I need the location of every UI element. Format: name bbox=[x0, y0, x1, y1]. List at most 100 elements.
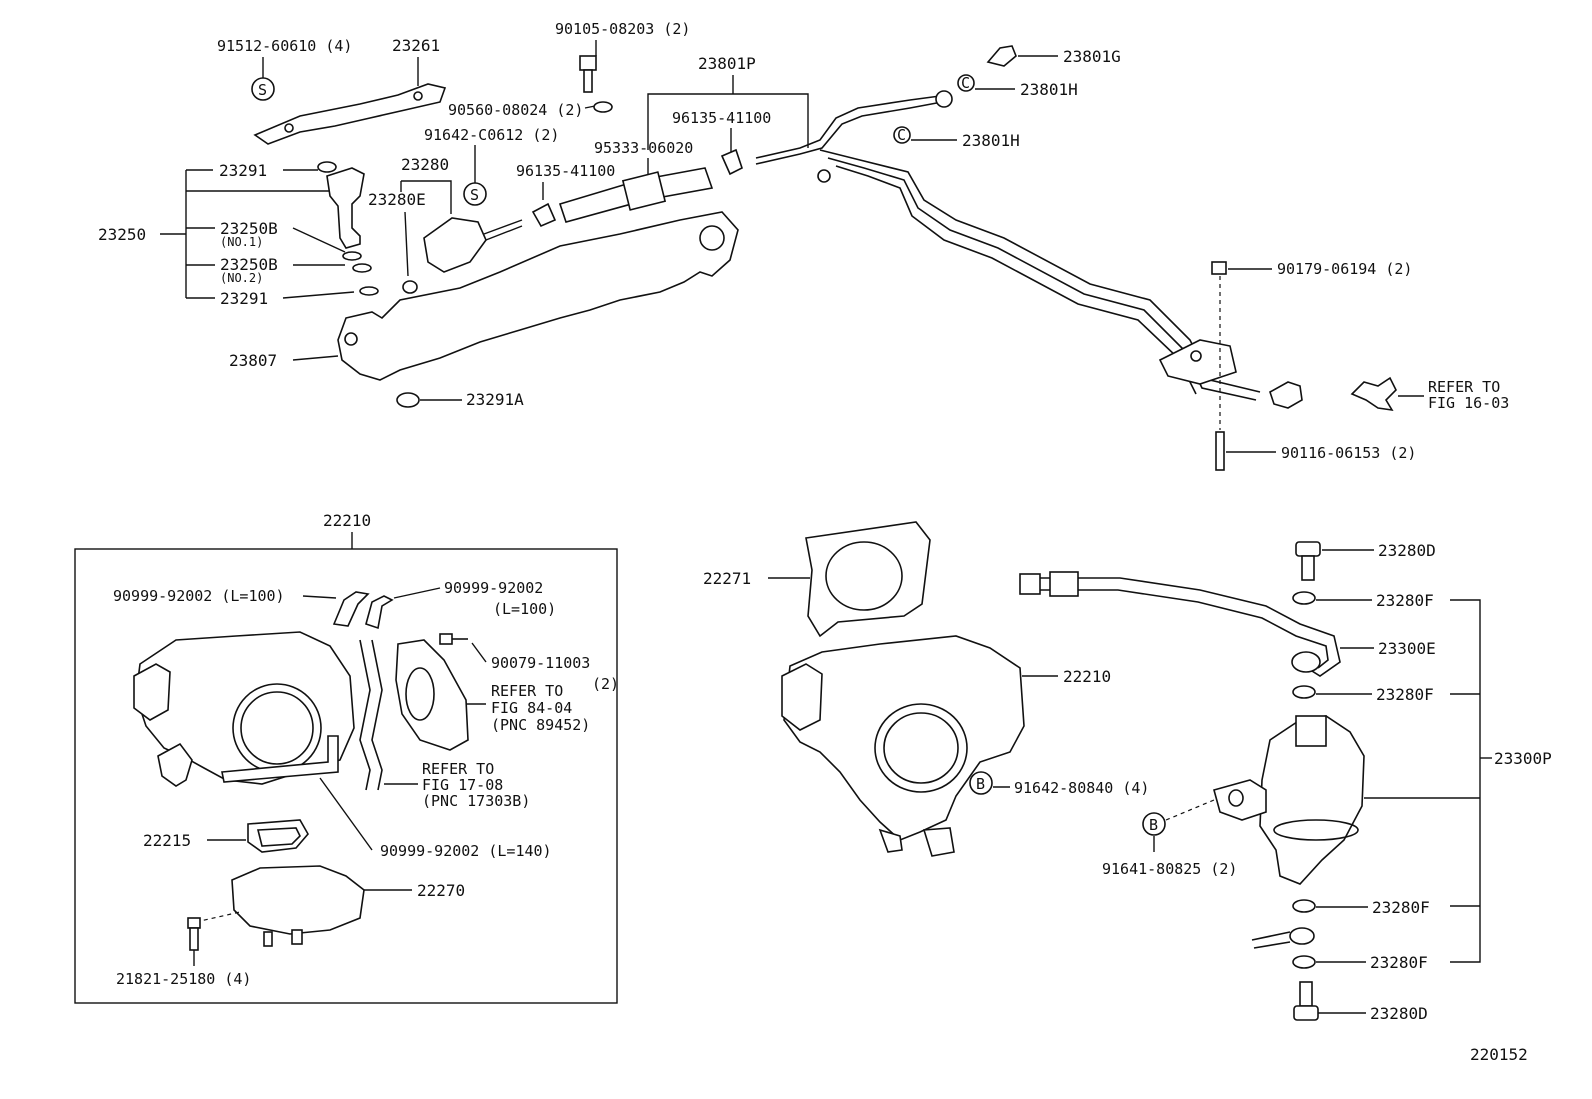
label-91642-C0612: 91642-C0612 (2) bbox=[424, 126, 559, 144]
regulator-23280 bbox=[423, 217, 487, 273]
throttle-bore-right-inner bbox=[883, 712, 959, 784]
fuel-rail-23807 bbox=[337, 211, 739, 381]
label-90999-L100-a: 90999-92002 (L=100) bbox=[113, 587, 285, 605]
b-mark: B bbox=[976, 775, 985, 793]
c-mark: C bbox=[961, 74, 970, 92]
leader-23807 bbox=[292, 355, 339, 361]
label-no2: (NO.2) bbox=[220, 271, 263, 285]
s-circle-icon bbox=[463, 182, 487, 206]
hose-end-fitting bbox=[1019, 573, 1041, 595]
clip-96135-a bbox=[720, 148, 743, 176]
oring-23280E bbox=[402, 280, 418, 294]
hose-end-ferrule bbox=[1049, 571, 1079, 597]
label-23280F-b: 23280F bbox=[1376, 685, 1434, 704]
gasket-23280F-b bbox=[1292, 685, 1316, 699]
label-90560-08024: 90560-08024 (2) bbox=[448, 101, 583, 119]
lower-pipe bbox=[1251, 931, 1291, 949]
leader-23801P bbox=[647, 93, 809, 150]
regulator-mount-hole bbox=[1228, 789, 1244, 807]
tps-housing-right bbox=[781, 663, 823, 731]
gasket-23801H-b bbox=[893, 126, 911, 144]
coolant-pipe-a bbox=[359, 639, 371, 791]
s-circle-icon bbox=[251, 77, 275, 101]
gasket-22271 bbox=[805, 521, 931, 638]
leader-90999-a bbox=[302, 595, 337, 599]
hose-23300E-b bbox=[1040, 589, 1329, 669]
hose-90999-b bbox=[365, 595, 394, 630]
regulator-diaphragm bbox=[1273, 819, 1359, 841]
bolt-head bbox=[579, 55, 597, 71]
c-mark: C bbox=[897, 126, 906, 144]
lower-banjo bbox=[1289, 927, 1315, 945]
label-96135-41100-b: 96135-41100 bbox=[516, 162, 615, 180]
throttle-bore-right bbox=[874, 703, 968, 793]
label-90116-06153: 90116-06153 (2) bbox=[1281, 444, 1416, 462]
regulator-pipe bbox=[483, 219, 523, 235]
regulator-pipe-2 bbox=[485, 225, 523, 241]
oring-no1 bbox=[342, 251, 362, 261]
union-fitting bbox=[935, 90, 953, 108]
throttle-bore-inner bbox=[240, 691, 314, 765]
gasket-hole bbox=[405, 667, 435, 721]
gasket-23801H-a bbox=[957, 74, 975, 92]
nut-90179 bbox=[1211, 261, 1227, 275]
regulator-top-port bbox=[1295, 715, 1327, 747]
seal-23291A bbox=[396, 392, 420, 408]
gasket-22271-bore bbox=[825, 541, 903, 611]
label-23291-b: 23291 bbox=[220, 289, 268, 308]
label-ref-17-08-a: REFER TO bbox=[422, 760, 494, 778]
b-circle-icon bbox=[969, 771, 993, 795]
oring-no2 bbox=[352, 263, 372, 273]
label-21821-25180: 21821-25180 (4) bbox=[116, 970, 251, 988]
isc-port-b bbox=[291, 929, 303, 945]
washer-90560 bbox=[593, 101, 613, 113]
leader-23250B-1 bbox=[292, 227, 346, 253]
label-ref-84-04-a: REFER TO bbox=[491, 682, 563, 700]
label-23291-a: 23291 bbox=[219, 161, 267, 180]
clamp bbox=[817, 169, 831, 183]
fuel-line-group: 23801G C 23801H C 23801H 90179-06194 (2)… bbox=[755, 45, 1509, 471]
gasket-22215-inner bbox=[256, 827, 301, 847]
label-95333-06020: 95333-06020 bbox=[594, 139, 693, 157]
label-no1: (NO.1) bbox=[220, 235, 263, 249]
rail-end bbox=[344, 332, 358, 346]
b-mark: B bbox=[1149, 816, 1158, 834]
gasket-23280F-c bbox=[1292, 899, 1316, 913]
throttle-body-right-group: 22271 22210 B 91642-80840 (4) bbox=[703, 521, 1149, 857]
label-23280D-b: 23280D bbox=[1370, 1004, 1428, 1023]
stud-90116 bbox=[1215, 431, 1225, 471]
label-90999-b1: 90999-92002 bbox=[444, 579, 543, 597]
bolt-23280D-top-shank bbox=[1301, 555, 1315, 581]
hose-sleeve bbox=[621, 171, 667, 211]
isc-port-a bbox=[263, 931, 273, 947]
label-23280: 23280 bbox=[401, 155, 449, 174]
label-90179-06194: 90179-06194 (2) bbox=[1277, 260, 1412, 278]
throttle-nipple bbox=[157, 742, 193, 787]
throttle-body-box: 22210 90999-92002 (L=100) 90999-92002 (L… bbox=[74, 511, 619, 1004]
leader-23291-b bbox=[282, 291, 355, 299]
rail-port bbox=[699, 225, 725, 251]
label-90079-11003: 90079-11003 bbox=[491, 654, 590, 672]
bolt-23280D-bottom-head bbox=[1293, 1005, 1319, 1021]
leader-90079 bbox=[471, 642, 487, 663]
fuel-pipe-main-3 bbox=[835, 165, 1197, 395]
dashline-21821 bbox=[195, 911, 241, 923]
clip-ref-16-03 bbox=[1350, 376, 1397, 412]
diagram-code: 220152 bbox=[1470, 1045, 1528, 1064]
label-23801H-a: 23801H bbox=[1020, 80, 1078, 99]
label-23250B-2: 23250B bbox=[220, 255, 278, 274]
bolt-23280D-top-head bbox=[1295, 541, 1321, 557]
gasket-23280F-d bbox=[1292, 955, 1316, 969]
label-23807: 23807 bbox=[229, 351, 277, 370]
leader-90999-b bbox=[393, 587, 441, 599]
hose-23300E-a bbox=[1040, 577, 1341, 677]
label-96135-41100-a: 96135-41100 bbox=[672, 109, 771, 127]
label-23280F-d: 23280F bbox=[1370, 953, 1428, 972]
label-ref-16-03-a: REFER TO bbox=[1428, 378, 1500, 396]
pipe-end-fitting bbox=[1269, 381, 1303, 409]
bracket-23300P bbox=[1450, 599, 1481, 963]
gasket-23280F-a bbox=[1292, 591, 1316, 605]
label-ref-17-08-c: (PNC 17303B) bbox=[422, 792, 530, 810]
label-90999-b2: (L=100) bbox=[493, 600, 556, 618]
label-91512-60610: 91512-60610 (4) bbox=[217, 37, 352, 55]
